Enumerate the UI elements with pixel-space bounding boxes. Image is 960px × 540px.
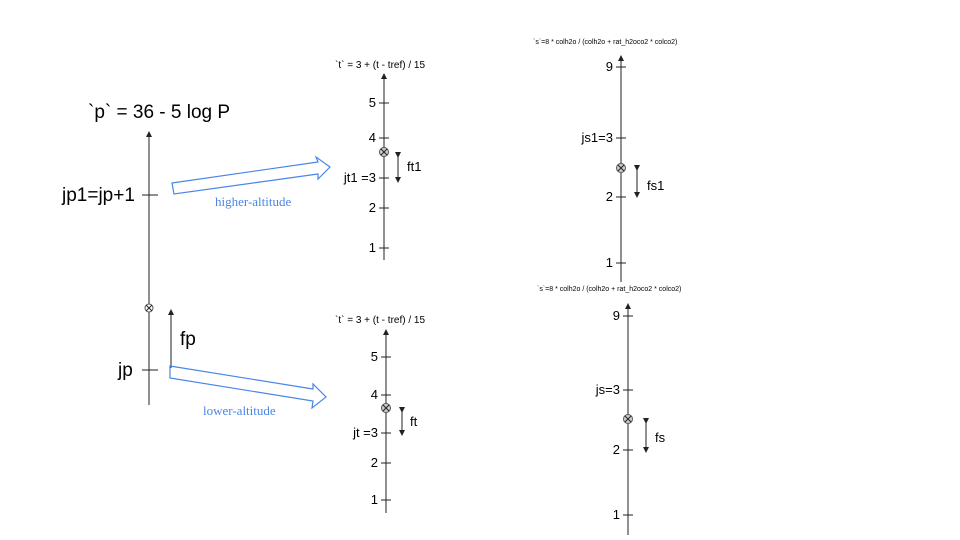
pressure-point-marker (144, 303, 154, 313)
spec-lower-fraction-label: fs (655, 430, 666, 445)
temp-lower-tick-label: 5 (371, 349, 378, 364)
temp-lower-title: `t` = 3 + (t - tref) / 15 (335, 314, 425, 326)
temp-lower-tick-label: jt =3 (352, 425, 378, 440)
lower-altitude-label: lower-altitude (203, 403, 276, 418)
temp-upper-tick-label: 1 (369, 240, 376, 255)
species-axis-upper: `s`=8 * colh2o / (colh2o + rat_h2oco2 * … (533, 39, 677, 282)
spec-lower-tick-label: 9 (613, 308, 620, 323)
pressure-title: `p` = 36 - 5 log P (88, 102, 230, 123)
spec-upper-tick-label: js1=3 (581, 130, 613, 145)
spec-lower-tick-label: 1 (613, 507, 620, 522)
temp-upper-tick-label: 2 (369, 200, 376, 215)
spec-upper-point-marker (616, 163, 626, 173)
higher-altitude-label: higher-altitude (215, 194, 291, 209)
spec-lower-title: `s`=8 * colh2o / (colh2o + rat_h2oco2 * … (537, 286, 681, 293)
temp-upper-fraction-label: ft1 (407, 159, 421, 174)
pressure-axis: `p` = 36 - 5 log P jp1=jp+1 jp fp (61, 102, 230, 405)
spec-lower-tick-label: js=3 (595, 382, 620, 397)
spec-upper-title: `s`=8 * colh2o / (colh2o + rat_h2oco2 * … (533, 39, 677, 46)
temp-upper-point-marker (379, 147, 389, 157)
spec-upper-tick-label: 9 (606, 59, 613, 74)
pressure-upper-label: jp1=jp+1 (61, 185, 135, 206)
temperature-axis-upper: `t` = 3 + (t - tref) / 15 5 4 jt1 =3 2 1 ft1 (335, 59, 425, 260)
spec-upper-tick-label: 2 (606, 189, 613, 204)
temp-lower-tick-label: 2 (371, 455, 378, 470)
species-axis-lower: `s`=8 * colh2o / (colh2o + rat_h2oco2 * … (537, 286, 681, 535)
spec-upper-fraction-label: fs1 (647, 178, 664, 193)
temp-upper-tick-label: jt1 =3 (343, 170, 376, 185)
temp-upper-title: `t` = 3 + (t - tref) / 15 (335, 59, 425, 71)
spec-upper-tick-label: 1 (606, 255, 613, 270)
higher-altitude-arrow: higher-altitude (171, 155, 331, 209)
pressure-lower-label: jp (117, 360, 133, 381)
pressure-fraction-label: fp (180, 329, 196, 350)
temp-lower-fraction-label: ft (410, 414, 418, 429)
temp-lower-tick-label: 4 (371, 387, 378, 402)
lower-altitude-arrow: lower-altitude (169, 365, 327, 418)
temp-lower-point-marker (381, 403, 391, 413)
temperature-axis-lower: `t` = 3 + (t - tref) / 15 5 4 jt =3 2 1 ft (335, 314, 425, 513)
spec-lower-tick-label: 2 (613, 442, 620, 457)
temp-upper-tick-label: 4 (369, 130, 376, 145)
temp-lower-tick-label: 1 (371, 492, 378, 507)
temp-upper-tick-label: 5 (369, 95, 376, 110)
spec-lower-point-marker (623, 414, 633, 424)
